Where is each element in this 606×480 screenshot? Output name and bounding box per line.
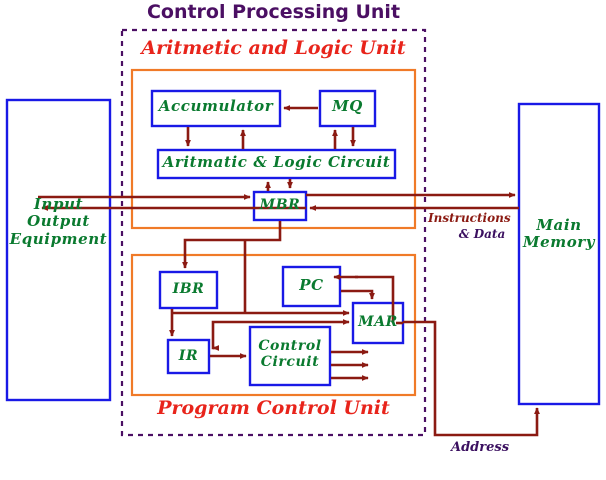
box-mar-shape	[351, 301, 405, 345]
box-mq-shape	[318, 89, 377, 128]
group-cpu-border	[120, 28, 427, 437]
arrow-mar-address-to-main-memory	[403, 320, 540, 437]
box-accumulator-shape	[150, 89, 282, 128]
group-label-alu: Aritmetic and Logic Unit	[141, 37, 406, 59]
box-control-circuit-label: Control Circuit	[258, 338, 322, 371]
feedback-to-pc-path	[355, 275, 395, 323]
box-pc-shape	[281, 265, 342, 308]
box-pc-label: PC	[299, 276, 324, 294]
box-accumulator-label: Accumulator	[158, 97, 274, 115]
bus-mbr-to-ibr	[182, 221, 282, 269]
box-io-shape	[5, 98, 112, 402]
group-label-pcu: Program Control Unit	[157, 397, 390, 419]
annotation-instructions: Instructions	[428, 211, 511, 225]
box-ibr-label: IBR	[172, 281, 205, 297]
annotation-and-data: & Data	[458, 227, 506, 241]
box-mbr-label: MBR	[259, 197, 301, 213]
bus-branch-down-to-ir	[211, 320, 245, 350]
page-title: Control Processing Unit	[146, 1, 401, 23]
box-mar-label: MAR	[358, 314, 398, 330]
box-mbr-shape	[252, 190, 308, 222]
box-alu-circuit-label: Aritmatic & Logic Circuit	[162, 153, 391, 171]
box-io-label: Input Output Equipment	[9, 195, 108, 248]
group-alu-border	[130, 68, 417, 230]
box-ibr-shape	[158, 270, 219, 310]
group-pcu-border	[130, 253, 417, 397]
box-ir-shape	[166, 338, 211, 375]
box-alu-circuit-shape	[156, 148, 397, 180]
box-mq-label: MQ	[332, 97, 363, 115]
box-main-memory-shape	[517, 102, 601, 406]
annotation-address: Address	[450, 440, 510, 455]
arrow-pc-to-mar	[341, 289, 375, 300]
box-control-circuit-shape	[248, 325, 332, 387]
box-main-memory-label: Main Memory	[522, 216, 596, 252]
box-ir-label: IR	[178, 348, 199, 364]
connector-layer	[38, 105, 540, 437]
